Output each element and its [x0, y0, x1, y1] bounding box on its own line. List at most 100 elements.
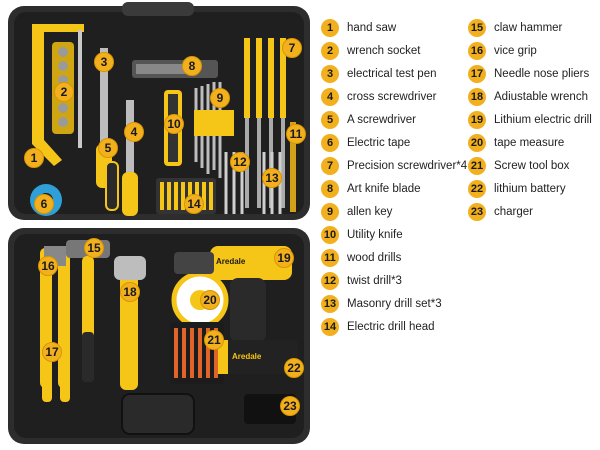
callout-1: 1	[24, 148, 44, 168]
callout-18: 18	[120, 282, 140, 302]
legend-label: Utility knife	[347, 228, 403, 241]
legend-number: 23	[468, 202, 486, 221]
legend-label: allen key	[347, 205, 393, 218]
legend-item: 4 cross screwdriver	[321, 85, 467, 108]
legend-label: tape measure	[494, 136, 565, 149]
legend-label: claw hammer	[494, 21, 563, 34]
legend-item: 21 Screw tool box	[468, 154, 592, 177]
callout-8: 8	[182, 56, 202, 76]
callout-7: 7	[282, 38, 302, 58]
callout-15: 15	[84, 238, 104, 258]
legend-number: 19	[468, 110, 486, 129]
legend-number: 17	[468, 64, 486, 83]
legend-label: wood drills	[347, 251, 402, 264]
legend-label: Lithium electric drill	[494, 113, 592, 126]
legend-number: 13	[321, 294, 339, 313]
legend-item: 19 Lithium electric drill	[468, 108, 592, 131]
legend-item: 1 hand saw	[321, 16, 467, 39]
legend-item: 18 Adiustable wrench	[468, 85, 592, 108]
legend-label: Electric tape	[347, 136, 411, 149]
callout-9: 9	[210, 88, 230, 108]
legend-number: 5	[321, 110, 339, 129]
legend-number: 18	[468, 87, 486, 106]
legend-label: electrical test pen	[347, 67, 437, 80]
legend-label: twist drill*3	[347, 274, 402, 287]
legend-label: vice grip	[494, 44, 537, 57]
legend-item: 7 Precision screwdriver*4	[321, 154, 467, 177]
tool-case-svg	[8, 2, 310, 444]
legend-label: Masonry drill set*3	[347, 297, 442, 310]
callout-3: 3	[94, 52, 114, 72]
legend-item: 13 Masonry drill set*3	[321, 292, 467, 315]
callout-17: 17	[42, 342, 62, 362]
legend-label: cross screwdriver	[347, 90, 437, 103]
legend-label: charger	[494, 205, 533, 218]
legend-item: 6 Electric tape	[321, 131, 467, 154]
legend-item: 16 vice grip	[468, 39, 592, 62]
tool-case-image: Aredale Aredale 1 2 3 4 5 6 7 8 9 10 11 …	[4, 2, 312, 448]
hand-saw	[32, 24, 84, 166]
battery-brand: Aredale	[232, 352, 262, 361]
callout-23: 23	[280, 396, 300, 416]
callout-12: 12	[230, 152, 250, 172]
legend-number: 22	[468, 179, 486, 198]
legend-item: 14 Electric drill head	[321, 315, 467, 338]
callout-19: 19	[274, 248, 294, 268]
legend-item: 2 wrench socket	[321, 39, 467, 62]
legend-number: 6	[321, 133, 339, 152]
legend-label: wrench socket	[347, 44, 421, 57]
legend-number: 14	[321, 317, 339, 336]
callout-13: 13	[262, 168, 282, 188]
callout-16: 16	[38, 256, 58, 276]
legend-item: 10 Utility knife	[321, 223, 467, 246]
legend-number: 1	[321, 18, 339, 37]
legend-label: Art knife blade	[347, 182, 421, 195]
legend-item: 23 charger	[468, 200, 592, 223]
legend-item: 12 twist drill*3	[321, 269, 467, 292]
legend-item: 17 Needle nose pliers	[468, 62, 592, 85]
legend-number: 12	[321, 271, 339, 290]
legend-item: 5 A screwdriver	[321, 108, 467, 131]
legend-label: Adiustable wrench	[494, 90, 588, 103]
legend-number: 4	[321, 87, 339, 106]
callout-2: 2	[54, 82, 74, 102]
legend-number: 16	[468, 41, 486, 60]
legend-label: Electric drill head	[347, 320, 435, 333]
callout-6: 6	[34, 194, 54, 214]
callout-14: 14	[184, 194, 204, 214]
legend-number: 3	[321, 64, 339, 83]
callout-22: 22	[284, 358, 304, 378]
callout-21: 21	[204, 330, 224, 350]
legend-number: 11	[321, 248, 339, 267]
legend-right-column: 15 claw hammer 16 vice grip 17 Needle no…	[468, 16, 592, 223]
legend-item: 15 claw hammer	[468, 16, 592, 39]
drill-body	[210, 246, 292, 280]
legend-label: Screw tool box	[494, 159, 570, 172]
legend-label: Precision screwdriver*4	[347, 159, 468, 172]
legend-number: 15	[468, 18, 486, 37]
legend-item: 11 wood drills	[321, 246, 467, 269]
legend-label: A screwdriver	[347, 113, 417, 126]
legend-number: 8	[321, 179, 339, 198]
legend-left-column: 1 hand saw 2 wrench socket 3 electrical …	[321, 16, 467, 338]
callout-5: 5	[98, 138, 118, 158]
callout-10: 10	[164, 114, 184, 134]
legend-number: 20	[468, 133, 486, 152]
legend-item: 3 electrical test pen	[321, 62, 467, 85]
legend-number: 21	[468, 156, 486, 175]
drill-brand: Aredale	[216, 257, 246, 266]
legend-number: 9	[321, 202, 339, 221]
callout-11: 11	[286, 124, 306, 144]
legend-number: 10	[321, 225, 339, 244]
legend-item: 20 tape measure	[468, 131, 592, 154]
callout-4: 4	[124, 122, 144, 142]
legend-item: 22 lithium battery	[468, 177, 592, 200]
legend-item: 8 Art knife blade	[321, 177, 467, 200]
legend-number: 7	[321, 156, 339, 175]
legend-label: hand saw	[347, 21, 397, 34]
legend-item: 9 allen key	[321, 200, 467, 223]
legend-label: lithium battery	[494, 182, 566, 195]
legend-number: 2	[321, 41, 339, 60]
callout-20: 20	[200, 290, 220, 310]
legend-label: Needle nose pliers	[494, 67, 590, 80]
